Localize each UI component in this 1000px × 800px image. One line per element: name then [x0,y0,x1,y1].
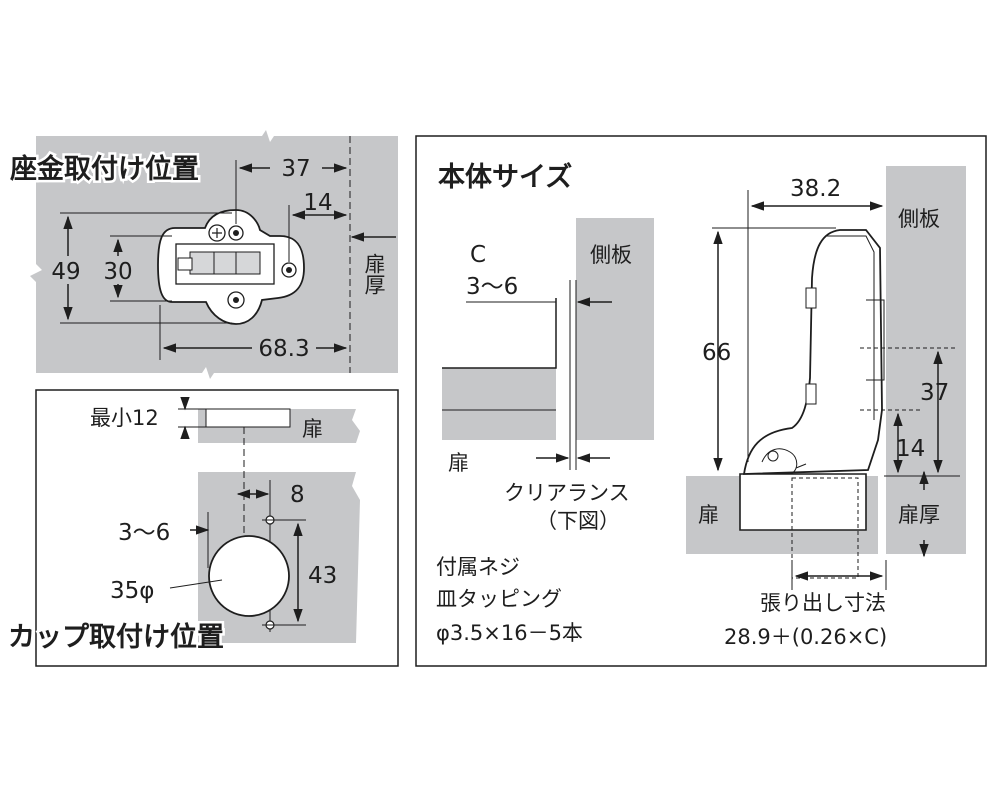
dim-66-label: 66 [702,340,731,366]
dim-37-right-label: 37 [920,380,949,406]
dim-30-label: 30 [103,259,132,285]
dim-68-3-label: 68.3 [258,336,309,362]
dim-14-label: 14 [303,190,332,216]
c-label: C [470,242,486,268]
door-left-shape [442,368,556,440]
clearance-label: クリアランス [504,481,630,505]
screw-line1: 付属ネジ [436,555,520,579]
dim-43-label: 43 [308,563,337,589]
door-label: 扉 [302,417,323,441]
screw-line3: φ3.5×16－5本 [436,621,583,645]
dim-8-label: 8 [290,482,305,508]
side-panel-left [576,218,654,440]
overlay-label: 張り出し寸法 [760,591,886,615]
door-thickness-right-label: 扉厚 [898,503,940,527]
side-panel-left-label: 側板 [590,243,632,267]
mounting-plate-panel: 37 14 49 30 68.3 扉厚 座金取付け位置 [8,130,398,379]
mounting-plate-title: 座金取付け位置 [10,153,199,185]
side-panel-right-label: 側板 [898,207,940,231]
door-thickness-label: 扉厚 [362,253,386,295]
cup-title: カップ取付け位置 [8,621,224,653]
dim-38-2-label: 38.2 [790,176,841,202]
clearance-note: （下図） [536,509,620,533]
dim-3to6-label: 3～6 [118,520,170,546]
hinge-body [739,229,885,531]
dim-35phi-label: 35φ [110,578,154,604]
c-range-label: 3～6 [466,274,518,300]
door-left-label: 扉 [448,451,469,475]
min12-label: 最小12 [90,406,159,430]
dim-14-right-label: 14 [896,436,925,462]
dim-49-label: 49 [51,259,80,285]
screw-line2: 皿タッピング [436,587,562,611]
door-right-label: 扉 [698,503,719,527]
body-size-panel: 本体サイズ 側板 扉 C 3～6 クリアランス （下図） 付属ネジ 皿タッピング… [415,135,987,667]
body-size-title: 本体サイズ [438,161,572,193]
cup-position-panel: 扉 最小12 8 3～6 35φ 43 カップ取付け位置 [6,389,399,667]
cup-circle [208,535,290,617]
side-panel-right [886,166,966,554]
overlay-formula: 28.9＋(0.26×C) [724,625,887,649]
dim-37-label: 37 [281,156,310,182]
mounting-plate [157,209,305,325]
